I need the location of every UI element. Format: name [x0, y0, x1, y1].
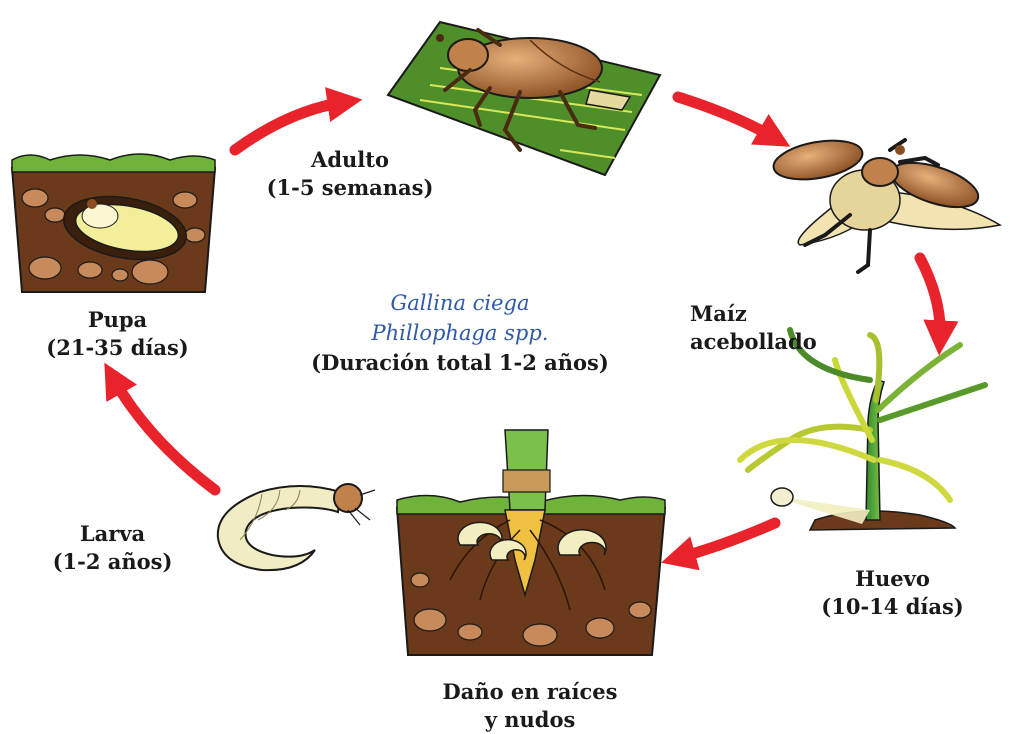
larva-grub [218, 484, 375, 570]
label-root-damage: Daño en raíces y nudos [405, 678, 655, 734]
adult-duration: (1-5 semanas) [250, 174, 450, 202]
adult-name: Adulto [250, 146, 450, 174]
egg-duration: (10-14 días) [800, 593, 985, 621]
root-damage-line1: Daño en raíces [405, 678, 655, 706]
damaged-corn-line1: Maíz [690, 300, 850, 328]
arrow-larva-to-pupa [113, 378, 215, 490]
center-title: Gallina ciega Phillophaga spp. (Duración… [270, 288, 650, 378]
arrow-adult-to-flying [678, 97, 775, 138]
pupa-soil-block [12, 154, 215, 292]
root-damage-soil-block [397, 430, 665, 655]
pupa-name: Pupa [20, 306, 215, 334]
total-duration: (Duración total 1-2 años) [270, 348, 650, 378]
label-pupa: Pupa (21-35 días) [20, 306, 215, 362]
pupa-duration: (21-35 días) [20, 334, 215, 362]
larva-name: Larva [20, 520, 205, 548]
egg-name: Huevo [800, 565, 985, 593]
arrow-egg-to-roots [678, 523, 775, 558]
damaged-corn-plant [740, 330, 985, 530]
arrow-flying-to-corn [920, 258, 940, 338]
label-damaged-corn: Maíz acebollado [690, 300, 850, 356]
scientific-name: Phillophaga spp. [270, 318, 650, 348]
label-adult: Adulto (1-5 semanas) [250, 146, 450, 202]
larva-duration: (1-2 años) [20, 548, 205, 576]
flying-beetle [771, 134, 1000, 272]
damaged-corn-line2: acebollado [690, 328, 850, 356]
arrow-pupa-to-adult [235, 102, 345, 150]
label-larva: Larva (1-2 años) [20, 520, 205, 576]
common-name: Gallina ciega [270, 288, 650, 318]
label-egg: Huevo (10-14 días) [800, 565, 985, 621]
